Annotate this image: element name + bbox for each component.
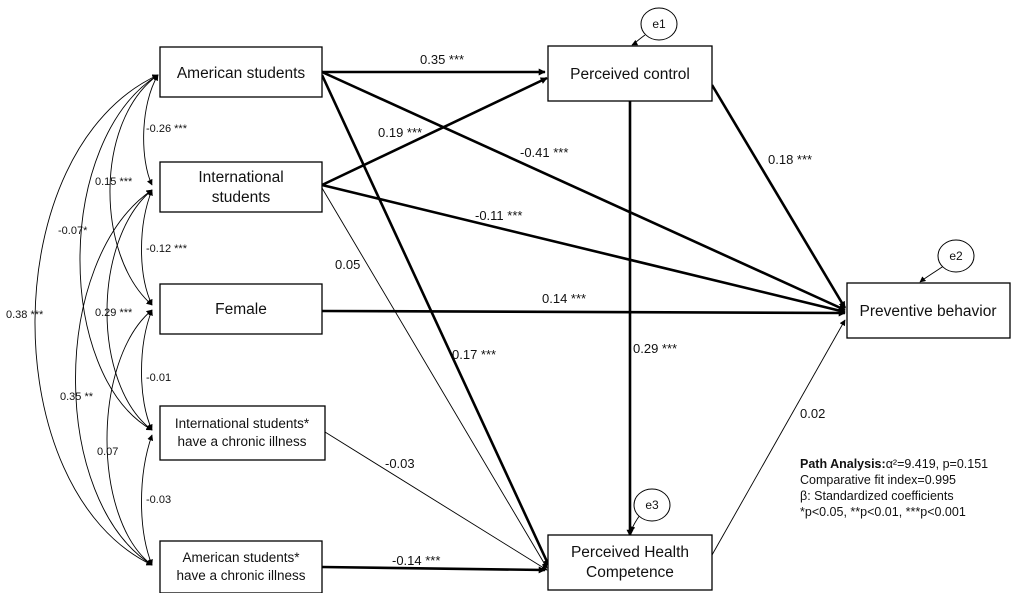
error-e3-label: e3 xyxy=(645,498,659,512)
node-international-students-line2: students xyxy=(212,189,271,206)
coef-amerchronic-comp: -0.14 *** xyxy=(392,553,440,568)
node-american-chronic-line1: American students* xyxy=(182,550,300,565)
notes-cfi: Comparative fit index=0.995 xyxy=(800,473,956,487)
corr-intl-female: -0.12 *** xyxy=(146,243,188,255)
node-american-students-label: American students xyxy=(177,65,306,82)
node-american-chronic-line2: have a chronic illness xyxy=(176,568,305,583)
coef-intlchronic-comp: -0.03 xyxy=(385,456,415,471)
error-e2-label: e2 xyxy=(949,249,963,263)
path-intl-control xyxy=(321,76,548,187)
error-terms: e1 e2 e3 xyxy=(629,7,975,533)
corr-amer-female: 0.15 *** xyxy=(95,176,133,188)
coef-comp-prev: 0.02 xyxy=(800,406,825,421)
corr-curve-female-amerchronic xyxy=(106,309,153,566)
path-amerchronic-comp xyxy=(321,565,546,574)
error-e1-label: e1 xyxy=(652,17,666,31)
path-intlchronic-comp xyxy=(324,431,548,571)
coef-female-prev: 0.14 *** xyxy=(542,291,586,306)
path-intl-comp xyxy=(321,187,548,569)
node-international-students-line1: International xyxy=(198,169,283,186)
coef-amer-control: 0.35 *** xyxy=(420,52,464,67)
corr-amer-amerchronic: 0.38 *** xyxy=(6,309,44,321)
coef-control-prev: 0.18 *** xyxy=(768,152,812,167)
error-arrow-e1 xyxy=(631,34,646,46)
path-control-prev xyxy=(710,84,847,309)
notes-sig: *p<0.05, **p<0.01, ***p<0.001 xyxy=(800,505,966,519)
node-international-chronic-line1: International students* xyxy=(175,416,310,431)
corr-female-intlchronic: -0.01 xyxy=(146,372,171,384)
path-amer-comp xyxy=(320,74,551,567)
corr-amer-intl: -0.26 *** xyxy=(146,123,188,135)
corr-amer-intlchronic: -0.07* xyxy=(58,225,88,237)
corr-intlchronic-amerchronic: -0.03 xyxy=(146,494,171,506)
path-comp-prev xyxy=(711,319,846,556)
path-female-prev xyxy=(321,309,846,317)
coef-intl-comp: 0.05 xyxy=(335,257,360,272)
node-perceived-control: Perceived control xyxy=(547,45,713,102)
node-perceived-competence-line1: Perceived Health xyxy=(571,544,689,561)
corr-intl-intlchronic: 0.29 *** xyxy=(95,307,133,319)
corr-curve-intl-intlchronic xyxy=(106,189,153,431)
coef-amer-prev: -0.41 *** xyxy=(520,145,568,160)
corr-female-amerchronic: 0.07 xyxy=(97,446,118,458)
correlation-coefficients: -0.26 *** 0.15 *** -0.12 *** -0.07* 0.29… xyxy=(6,123,188,506)
error-e2 xyxy=(937,239,975,273)
notes-title: Path Analysis: xyxy=(800,457,886,471)
node-international-chronic: International students* have a chronic i… xyxy=(159,405,326,461)
node-american-chronic: American students* have a chronic illnes… xyxy=(159,540,323,593)
notes-fit: α²=9.419, p=0.151 xyxy=(886,457,988,471)
node-international-students: International students xyxy=(159,161,323,213)
corr-curve-intl-amerchronic xyxy=(75,189,153,566)
node-preventive-behavior: Preventive behavior xyxy=(846,282,1011,339)
corr-curve-female-intlchronic xyxy=(141,309,153,431)
node-american-students: American students xyxy=(159,46,323,98)
node-female-label: Female xyxy=(215,301,267,318)
coef-control-comp: 0.29 *** xyxy=(633,341,677,356)
coef-amer-comp: 0.17 *** xyxy=(452,347,496,362)
node-preventive-behavior-label: Preventive behavior xyxy=(860,303,997,320)
notes-beta: β: Standardized coefficients xyxy=(800,489,954,503)
error-arrow-e2 xyxy=(919,264,946,283)
path-coefficients: 0.35 *** 0.19 *** -0.41 *** -0.11 *** 0.… xyxy=(335,52,825,568)
coef-intl-prev: -0.11 *** xyxy=(475,208,522,223)
fit-notes: Path Analysis:α²=9.419, p=0.151 Comparat… xyxy=(800,457,988,519)
path-intl-prev xyxy=(321,183,846,314)
correlation-curves xyxy=(34,74,159,566)
path-amer-prev xyxy=(321,70,846,312)
corr-curve-amer-amerchronic xyxy=(34,74,159,566)
node-perceived-control-label: Perceived control xyxy=(570,66,690,83)
corr-intl-amerchronic: 0.35 ** xyxy=(60,391,94,403)
error-e1 xyxy=(640,7,678,41)
notes-line1: Path Analysis:α²=9.419, p=0.151 xyxy=(800,457,988,471)
error-e3 xyxy=(633,488,671,522)
node-international-chronic-line2: have a chronic illness xyxy=(177,434,306,449)
node-female: Female xyxy=(159,283,323,335)
node-perceived-competence: Perceived Health Competence xyxy=(547,534,713,591)
node-perceived-competence-line2: Competence xyxy=(586,564,674,581)
coef-intl-control: 0.19 *** xyxy=(378,125,422,140)
corr-curve-amer-female xyxy=(109,74,159,306)
error-arrow-e3 xyxy=(629,514,641,533)
corr-curve-amer-intlchronic xyxy=(79,74,159,431)
directed-paths xyxy=(320,68,847,574)
